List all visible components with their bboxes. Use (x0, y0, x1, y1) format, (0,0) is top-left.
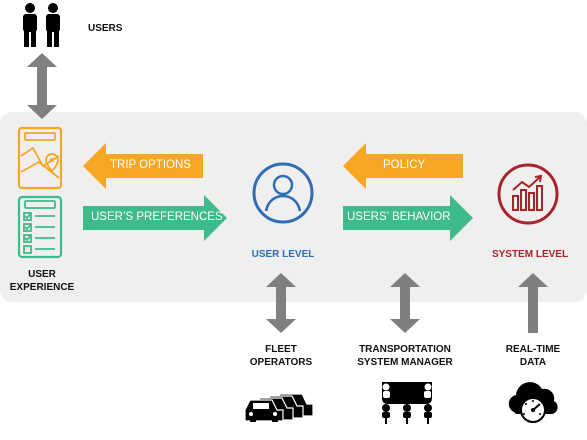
trip-options-label: TRIP OPTIONS (110, 159, 191, 171)
users-label: USERS (88, 23, 123, 34)
users-behavior-label: USERS’ BEHAVIOR (347, 211, 451, 223)
users-preferences-label: USER’S PREFERENCES (91, 211, 223, 223)
cloud-gauge-icon (504, 376, 562, 424)
system-level-label: SYSTEM LEVEL (491, 249, 569, 260)
fleet-user-arrow (266, 273, 296, 333)
fleet-line-1: FLEET (265, 344, 297, 355)
users-experience-arrow (27, 53, 57, 119)
tsm-label: TRANSPORTATION SYSTEM MANAGER (345, 343, 465, 369)
user-level-label: USER LEVEL (251, 249, 315, 260)
users-behavior-arrow: USERS’ BEHAVIOR (343, 195, 473, 241)
tsm-line-1: TRANSPORTATION (359, 344, 451, 355)
tsm-line-2: SYSTEM MANAGER (357, 357, 453, 368)
realtime-data-label: REAL-TIME DATA (483, 343, 583, 369)
policy-arrow: POLICY (343, 143, 463, 189)
map-icon (17, 126, 63, 190)
trip-options-arrow: TRIP OPTIONS (83, 143, 203, 189)
rtd-line-2: DATA (519, 357, 547, 368)
user-experience-line-2: EXPERIENCE (9, 282, 75, 293)
user-experience-line-1: USER (28, 269, 56, 280)
user-experience-label: USER EXPERIENCE (2, 268, 82, 294)
users-preferences-arrow: USER’S PREFERENCES (83, 195, 227, 241)
checklist-icon (17, 195, 63, 259)
people-network-icon (376, 378, 438, 426)
rtd-line-1: REAL-TIME (505, 344, 561, 355)
chart-circle-icon (496, 162, 560, 226)
tsm-arrow (390, 273, 420, 333)
realtime-data-arrow (518, 273, 548, 333)
fleet-line-2: OPERATORS (249, 357, 313, 368)
fleet-operators-label: FLEET OPERATORS (231, 343, 331, 369)
user-circle-icon (251, 161, 315, 225)
cars-icon (244, 382, 317, 424)
users-icon (18, 2, 66, 48)
policy-label: POLICY (383, 159, 426, 171)
